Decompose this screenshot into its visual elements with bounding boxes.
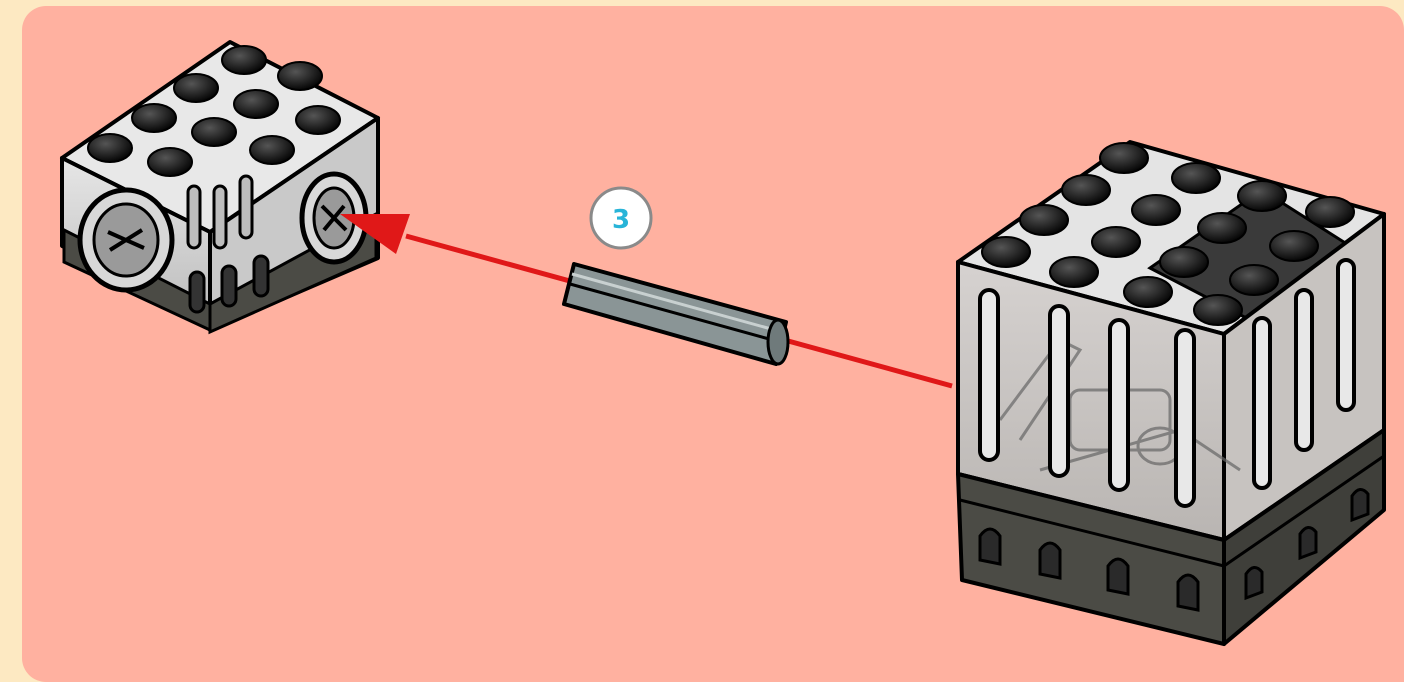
instruction-panel: 3	[22, 6, 1404, 682]
instruction-diagram: 3	[22, 6, 1404, 682]
step-number: 3	[612, 205, 630, 235]
axle	[564, 264, 788, 364]
battery-box	[958, 142, 1384, 644]
angle-motor-block	[62, 42, 378, 332]
axle-hole-left-icon	[80, 190, 172, 290]
step-badge: 3	[591, 188, 651, 248]
